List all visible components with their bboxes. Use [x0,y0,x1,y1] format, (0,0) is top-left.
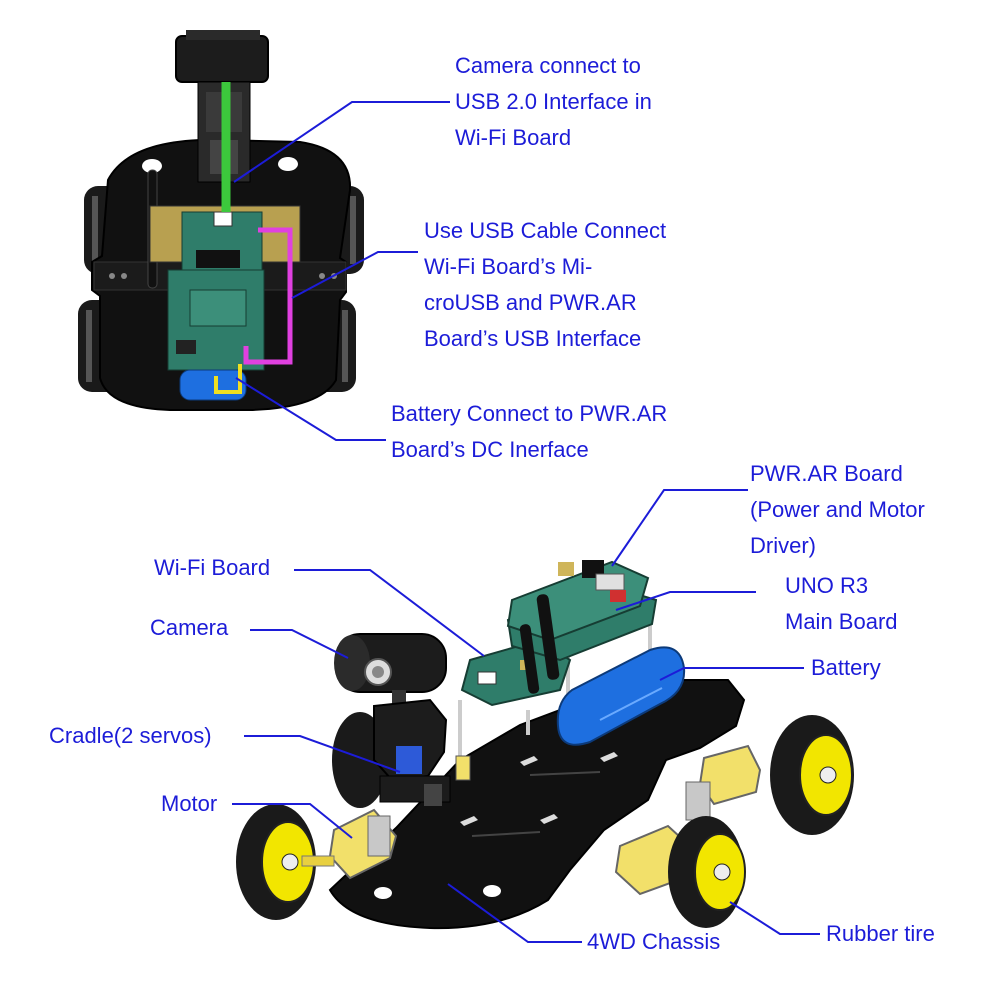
leader-usb-cable [291,251,418,299]
leader-rubber-tire [729,901,820,935]
callout-camera-usb-line-1: Camera connect to [455,53,641,78]
callout-usb-cable-line-3: croUSB and PWR.AR [424,290,637,315]
callout-camera-usb-line-2: USB 2.0 Interface in [455,89,652,114]
rear-right-motor [685,744,762,821]
callout-usb-cable: Use USB Cable Connect Wi-Fi Board’s Mi- … [424,213,666,357]
battery-dc-wire [214,364,242,394]
leader-camera [250,629,349,659]
callout-usb-cable-line-1: Use USB Cable Connect [424,218,667,243]
label-pwr-ar-board-line-3: Driver) [750,533,816,558]
callout-usb-cable-line-4: Board’s USB Interface [424,326,642,351]
camera-unit [334,633,447,704]
leader-camera-usb [233,101,450,183]
top-view-car [78,30,364,411]
battery-pack [556,646,686,746]
leader-uno-r3 [615,591,756,611]
label-battery: Battery [811,655,881,680]
callout-camera-usb-line-3: Wi-Fi Board [455,125,572,150]
leader-motor [232,803,353,839]
front-left-wheel-motor [236,804,398,920]
leader-chassis [447,883,582,943]
exploded-view-leader-lines [232,489,820,943]
label-motor: Motor [161,791,218,816]
label-rubber-tire: Rubber tire [826,921,935,946]
rear-wheels [332,712,854,835]
leader-cradle [244,735,401,773]
label-pwr-ar-board-line-1: PWR.AR Board [750,461,903,486]
chassis-plate [328,679,746,930]
label-uno-r3-line-1: UNO R3 [785,573,869,598]
label-camera: Camera [150,615,229,640]
front-right-wheel-motor [614,816,746,928]
callout-battery-dc: Battery Connect to PWR.AR Board’s DC Ine… [391,396,667,468]
top-view-leader-lines [233,101,450,441]
callout-battery-dc-line-2: Board’s DC Inerface [391,437,589,462]
callout-camera-usb: Camera connect to USB 2.0 Interface in W… [455,48,652,156]
leader-pwr-ar [611,489,748,567]
label-pwr-ar-board-line-2: (Power and Motor [750,497,925,522]
label-4wd-chassis: 4WD Chassis [587,929,721,954]
label-uno-r3-line-2: Main Board [785,609,898,634]
label-cradle: Cradle(2 servos) [49,723,212,748]
label-wifi-board: Wi-Fi Board [154,555,271,580]
usb-cable-wire [243,227,293,365]
servo-cradle [373,698,471,806]
label-pwr-ar-board: PWR.AR Board (Power and Motor Driver) [750,456,925,564]
callout-battery-dc-line-1: Battery Connect to PWR.AR [391,401,668,426]
leader-wifi-board [294,569,485,657]
label-uno-r3: UNO R3 Main Board [785,568,898,640]
leader-battery [659,667,804,681]
exploded-view-car [236,560,854,930]
leader-battery-dc [235,377,386,441]
callout-usb-cable-line-2: Wi-Fi Board’s Mi- [424,254,593,279]
